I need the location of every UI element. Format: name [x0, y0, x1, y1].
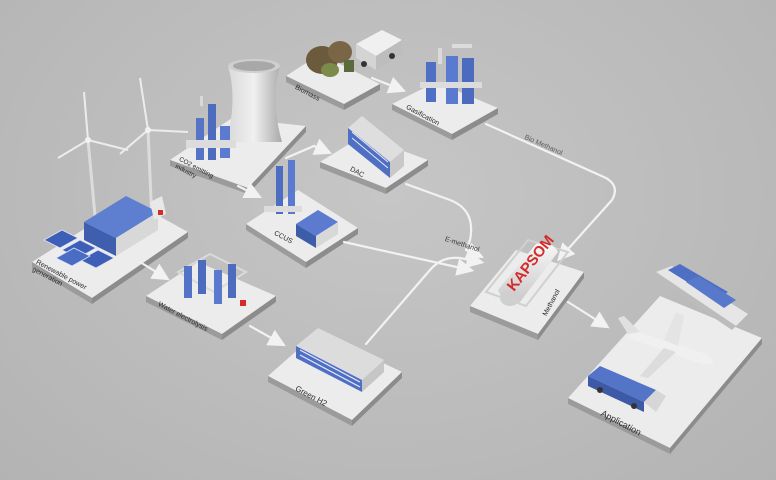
platform-application [568, 296, 762, 454]
arrow-h2-methanol [364, 250, 485, 346]
platform-gasification [392, 82, 498, 140]
dac-unit [348, 116, 404, 178]
arrow-co2-ccus [236, 182, 262, 198]
arrow-dac-to-methanol-2 [464, 242, 485, 259]
arrow-renewable-electrolysis [138, 260, 170, 281]
arrow-ccus-methanol [342, 240, 475, 276]
h2-tube-trailer [296, 328, 384, 392]
solar-panel-icon [43, 229, 115, 269]
gasification-plant [420, 44, 482, 104]
arrow-biomass-gasification [370, 76, 407, 94]
tanker-truck-icon [588, 366, 666, 412]
biomass-pile [306, 41, 354, 77]
methanol-tank [484, 238, 570, 308]
ccus-plant [264, 160, 338, 248]
battery-container [84, 196, 166, 256]
arrow-methanol-application [566, 300, 610, 329]
arrow-gasification-methanol [484, 122, 617, 262]
airplane-icon [618, 312, 714, 378]
arrow-dac-methanol [404, 182, 473, 252]
arrow-co2-dac [284, 138, 333, 160]
electrolyser-rack [175, 252, 249, 306]
cooling-tower-icon [226, 59, 282, 142]
ship-icon [652, 264, 748, 330]
arrow-electrolysis-greenh2 [248, 324, 286, 347]
flow-arrows [138, 76, 617, 347]
truck-icon [356, 30, 402, 70]
platform-electrolysis [146, 262, 276, 340]
industry-plant [186, 96, 236, 160]
